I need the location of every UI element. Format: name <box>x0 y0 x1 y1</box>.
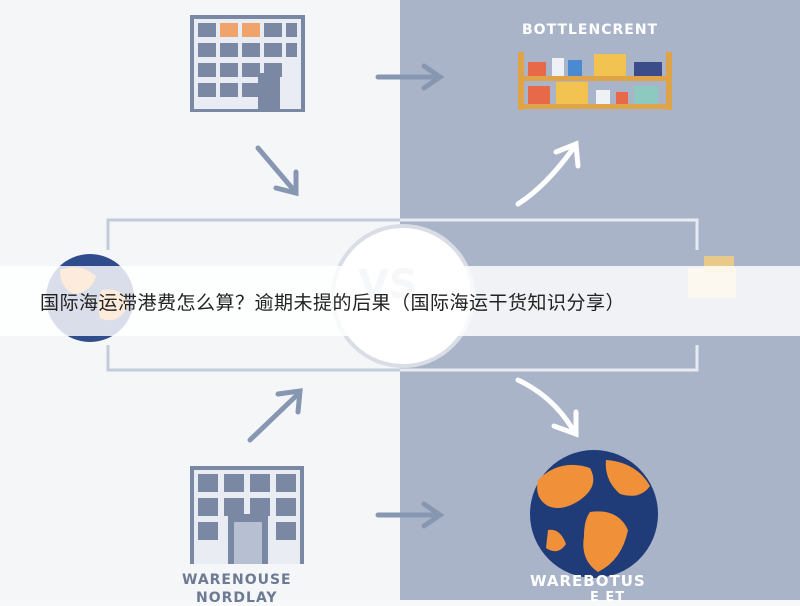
bottom-left-label: WARENOUSE <box>182 572 292 588</box>
arrow-icon <box>515 377 579 438</box>
shelf-icon <box>518 52 672 110</box>
bottom-right-label: WAREBOTUS <box>530 572 646 590</box>
arrow-icon <box>515 140 581 207</box>
arrow-icon <box>375 501 445 529</box>
frame-lines <box>106 218 699 372</box>
title-banner <box>0 266 800 336</box>
building-icon <box>190 15 305 112</box>
arrow-icon <box>247 388 303 443</box>
arrow-icon <box>255 145 299 197</box>
arrow-icon <box>375 63 445 91</box>
bottom-right-sublabel: E ET <box>590 590 626 605</box>
globe-icon <box>530 450 658 578</box>
building-icon <box>190 466 304 564</box>
page-title: 国际海运滞港费怎么算？逾期未提的后果（国际海运干货知识分享） <box>40 292 626 314</box>
bottom-left-sublabel: NORDLAY <box>196 590 278 606</box>
top-right-label: BOTTLENCRENT <box>522 22 659 38</box>
